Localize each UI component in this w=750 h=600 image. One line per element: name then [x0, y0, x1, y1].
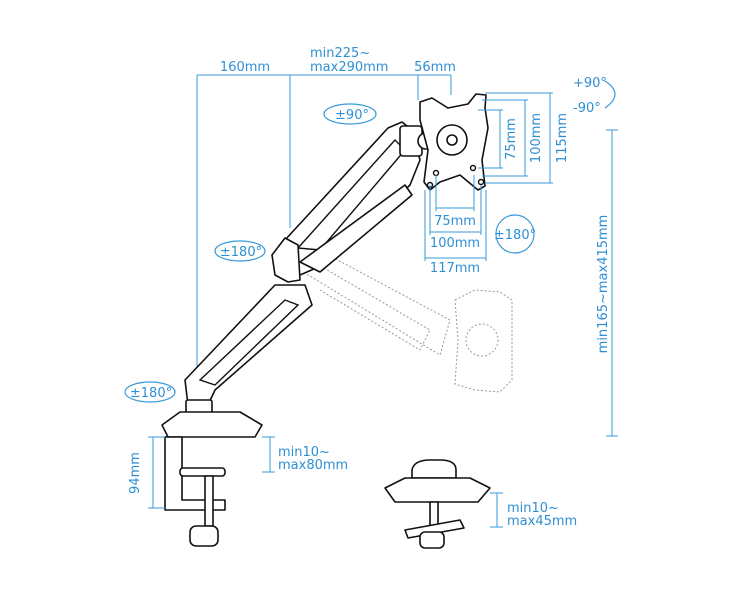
elbow-swivel-arrow-icon [214, 240, 266, 262]
plate-width-label: 117mm [430, 261, 480, 276]
base-swivel-label: ±180° [130, 386, 172, 401]
top-dimension-lines [196, 74, 452, 392]
tilt-down-label: -90° [573, 101, 601, 116]
clamp-height-label: 94mm [128, 452, 143, 494]
plate-height-label: 115mm [555, 113, 570, 163]
grommet-range-max-label: max45mm [507, 514, 577, 529]
clamp-range-max-label: max80mm [278, 458, 348, 473]
clamp-range-min-label: min10~ [278, 445, 330, 460]
head-offset-label: 56mm [414, 60, 456, 75]
arm-reach-max-label: max290mm [310, 60, 388, 75]
head-swivel-label: ±90° [335, 108, 369, 123]
plate-rotation-arrow-icon [495, 214, 535, 254]
vesa-small-horizontal-label: 75mm [434, 214, 476, 229]
plate-rotation-label: ±180° [494, 228, 536, 243]
vesa-large-vertical-label: 100mm [529, 113, 544, 163]
elbow-swivel-label: ±180° [220, 245, 262, 260]
base-swivel-arrow-icon [124, 381, 176, 403]
vesa-small-vertical-label: 75mm [504, 118, 519, 160]
arm-base-offset-label: 160mm [220, 60, 270, 75]
arm-reach-min-label: min225~ [310, 46, 370, 61]
desk-clamp [164, 436, 226, 511]
tilt-arrow-icon [604, 80, 616, 109]
head-swivel-arrow-icon [323, 103, 377, 125]
desk-base [161, 411, 263, 438]
vesa-plate [419, 93, 489, 191]
monitor-arm [161, 121, 435, 547]
clamp-knob [189, 525, 219, 547]
tilt-up-label: +90° [573, 76, 607, 91]
grommet-mount [384, 459, 491, 549]
height-range-label: min165~max415mm [596, 215, 611, 354]
grommet-range-min-label: min10~ [507, 501, 559, 516]
vesa-large-horizontal-label: 100mm [430, 236, 480, 251]
vesa-dimension-lines [424, 92, 553, 261]
